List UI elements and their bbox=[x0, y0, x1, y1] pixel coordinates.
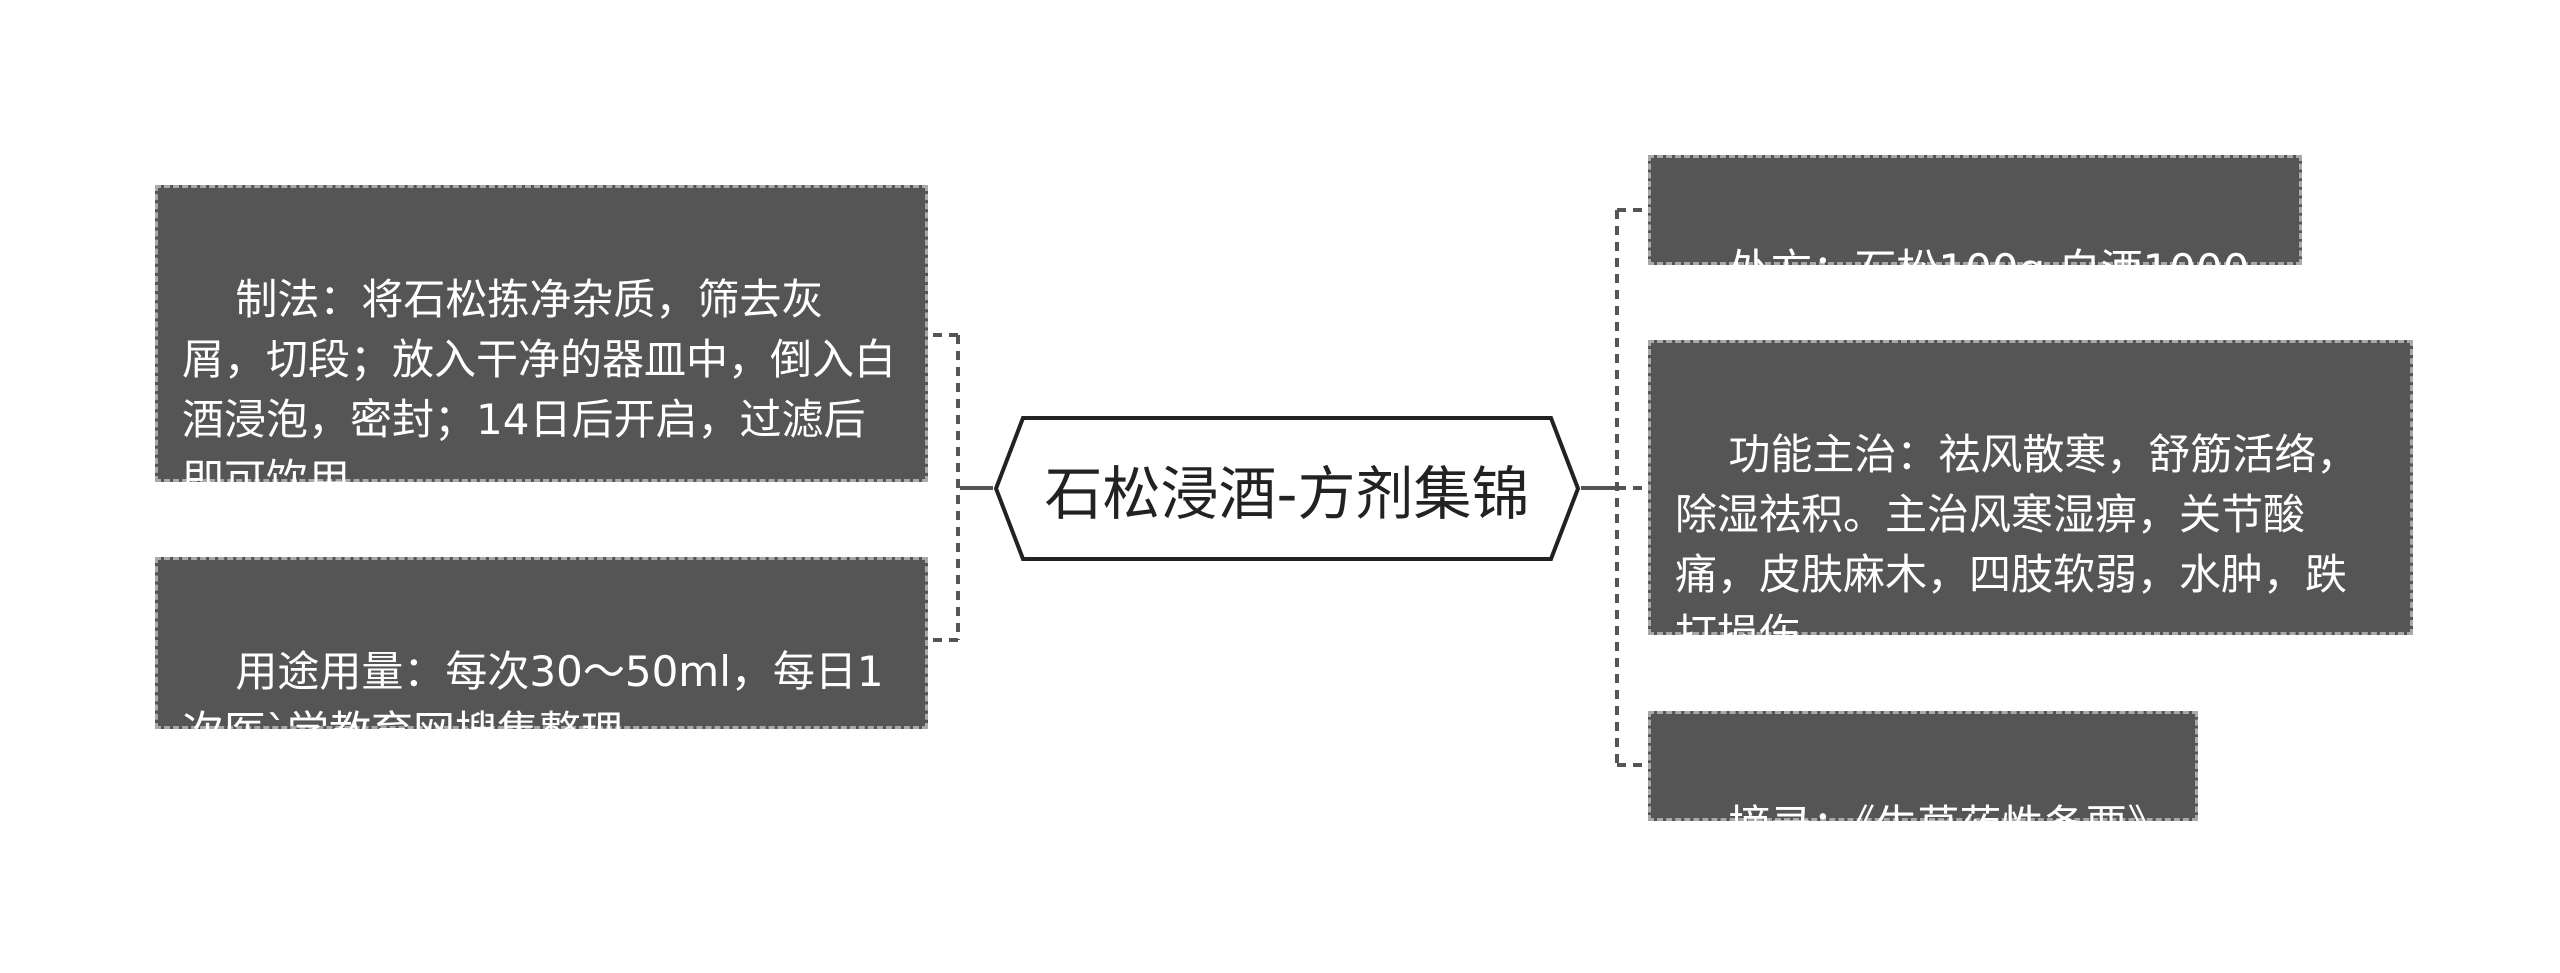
center-topic-shape bbox=[993, 416, 1581, 561]
topic-preparation[interactable]: 制法：将石松拣净杂质，筛去灰屑，切段；放入干净的器皿中，倒入白酒浸泡，密封；14… bbox=[155, 185, 928, 504]
topic-source-text: 摘录：《生草药性备要》 bbox=[1728, 801, 2170, 850]
center-topic-title: 石松浸酒-方剂集锦 bbox=[1044, 459, 1530, 528]
topic-source[interactable]: 摘录：《生草药性备要》 bbox=[1648, 711, 2198, 850]
topic-dosage[interactable]: 用途用量：每次30～50ml，每日1次医`学教育网搜集整理。 bbox=[155, 557, 928, 756]
topic-indications-text: 功能主治：祛风散寒，舒筋活络，除湿祛积。主治风寒湿痹，关节酸痛，皮肤麻木，四肢软… bbox=[1675, 430, 2359, 659]
topic-preparation-text: 制法：将石松拣净杂质，筛去灰屑，切段；放入干净的器皿中，倒入白酒浸泡，密封；14… bbox=[182, 275, 897, 504]
topic-dosage-text: 用途用量：每次30～50ml，每日1次医`学教育网搜集整理。 bbox=[182, 647, 884, 756]
topic-prescription[interactable]: 处方：石松100g 白酒1000ml bbox=[1648, 155, 2302, 354]
center-topic[interactable]: 石松浸酒-方剂集锦 bbox=[993, 415, 1581, 562]
topic-indications[interactable]: 功能主治：祛风散寒，舒筋活络，除湿祛积。主治风寒湿痹，关节酸痛，皮肤麻木，四肢软… bbox=[1648, 340, 2413, 659]
